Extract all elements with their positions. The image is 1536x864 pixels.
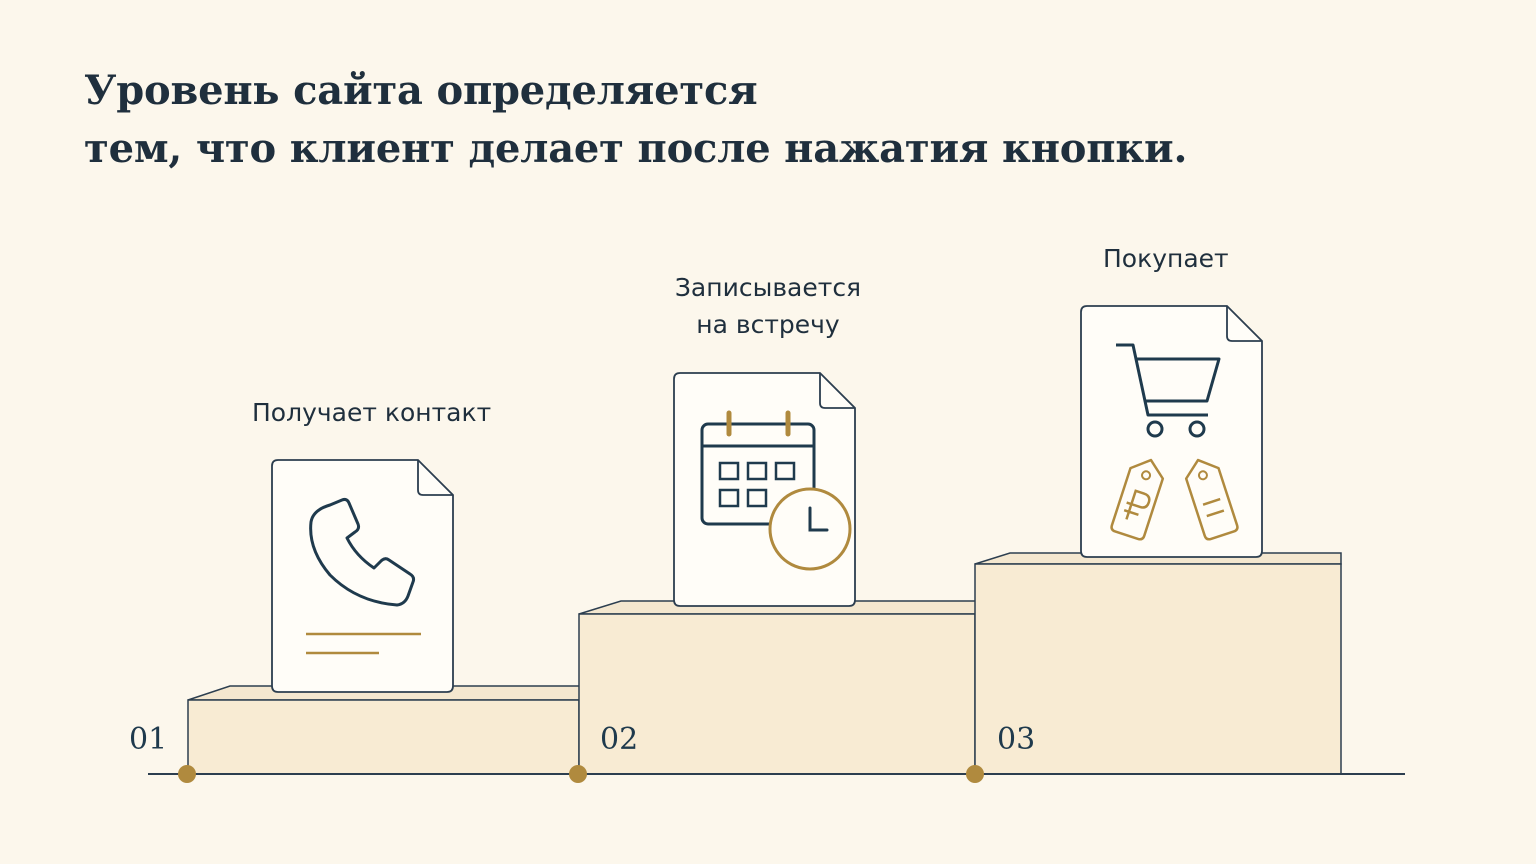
title-line-1: Уровень сайта определяется [84,67,758,114]
step-2-block [578,600,987,775]
step-3-number: 03 [997,722,1036,757]
calendar-clock-document-icon [673,372,856,607]
title-line-2: тем, что клиент делает после нажатия кно… [84,125,1188,172]
marker-dot-1 [178,765,196,783]
step-2-label: Записывается на встречу [674,273,862,339]
step-1-label: Получает контакт [252,398,492,427]
cart-price-tags-document-icon [1080,305,1263,558]
calendar-icon [700,410,816,526]
marker-dot-2 [569,765,587,783]
phone-document-icon [271,459,454,693]
step-1-block [187,685,592,775]
price-tag-icon [1184,458,1239,541]
ruble-price-tag-icon [1110,458,1165,541]
marker-dot-3 [966,765,984,783]
step-3-label: Покупает [1103,244,1229,273]
step-3-block [974,552,1342,775]
phone-icon [309,497,416,607]
page-title: Уровень сайта определяется тем, что клие… [84,62,1187,178]
shopping-cart-icon [1116,343,1221,438]
clock-icon [768,487,852,571]
step-1-number: 01 [129,722,168,757]
step-2-number: 02 [600,722,639,757]
